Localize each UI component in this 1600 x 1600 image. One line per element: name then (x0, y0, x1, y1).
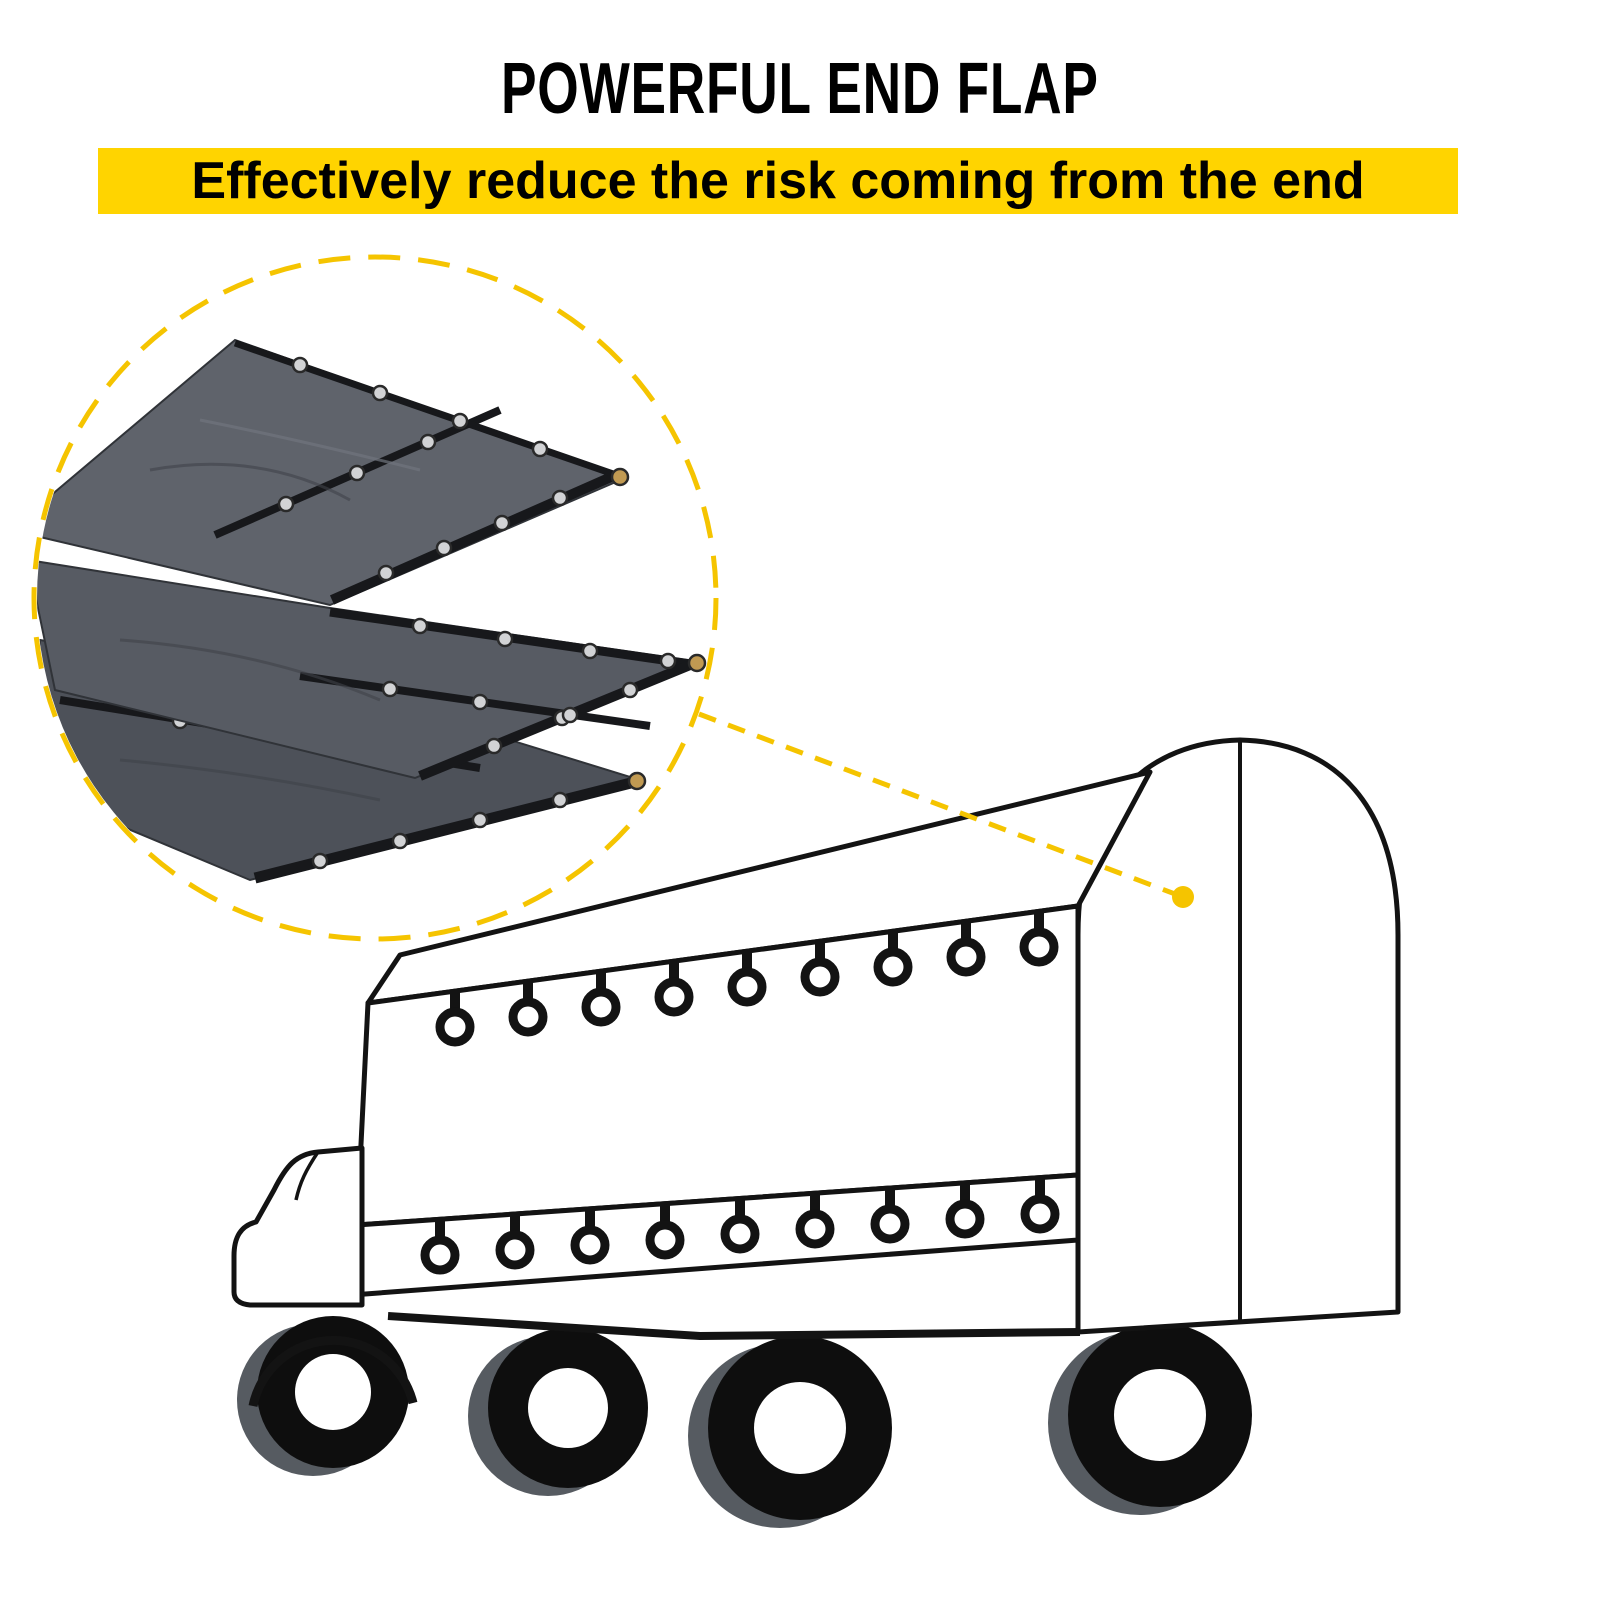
tie-down-ring (946, 921, 986, 977)
tie-down-ring (435, 991, 475, 1047)
tie-down-ring (654, 961, 694, 1017)
page-title-text: POWERFUL END FLAP (501, 49, 1099, 129)
tie-down-ring (1020, 1178, 1060, 1234)
connector-dashed-line (698, 711, 1184, 900)
page-title: POWERFUL END FLAP (0, 48, 1600, 130)
tie-down-ring (581, 971, 621, 1027)
tie-down-ring (945, 1183, 985, 1239)
tie-down-ring (645, 1204, 685, 1260)
tie-down-ring (800, 941, 840, 997)
front-fender-arch (248, 1335, 418, 1407)
wheel-rear-left (688, 1336, 892, 1528)
tie-down-ring (873, 931, 913, 987)
tarp-end-flap-photo (37, 338, 707, 884)
tie-down-ring (727, 951, 767, 1007)
tie-down-ring (420, 1219, 460, 1275)
truck-line-drawing (231, 737, 1401, 1528)
callout-circle (31, 254, 719, 942)
wheel-rear-right (1048, 1323, 1252, 1515)
subtitle-text: Effectively reduce the risk coming from … (191, 152, 1365, 210)
tie-down-ring (1019, 911, 1059, 967)
tie-down-ring (570, 1209, 610, 1265)
cab-hood-crease (294, 1151, 320, 1201)
tie-down-ring (508, 981, 548, 1037)
tie-down-ring (870, 1188, 910, 1244)
subtitle-banner: Effectively reduce the risk coming from … (98, 148, 1458, 214)
tie-down-ring (495, 1214, 535, 1270)
truck-cab (231, 1145, 365, 1308)
yellow-dot-marker (1172, 886, 1194, 908)
tie-down-ring (720, 1198, 760, 1254)
chassis-line (387, 1312, 1081, 1341)
callout-connector (698, 711, 1194, 908)
wheel-middle (468, 1328, 648, 1496)
tie-down-ring (795, 1193, 835, 1249)
